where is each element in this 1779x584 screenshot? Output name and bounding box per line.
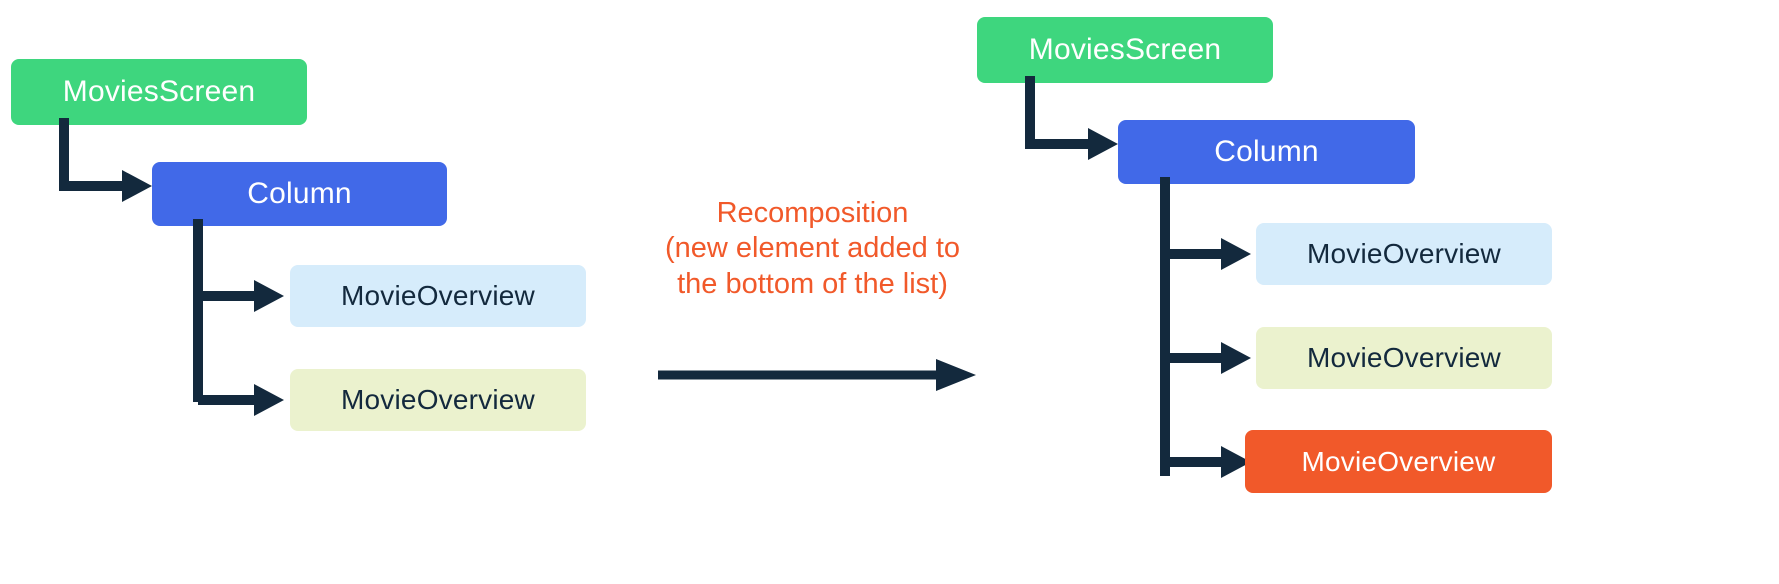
node-movies-screen-before[interactable]: MoviesScreen [11,59,307,125]
connector-column-to-overviews-after [1157,177,1267,487]
node-movies-screen-after[interactable]: MoviesScreen [977,17,1273,83]
connector-column-to-overviews-before [190,219,300,416]
connector-screen-to-column-after [1022,76,1122,160]
node-movie-overview-1-before[interactable]: MovieOverview [290,265,586,327]
recomposition-caption: Recomposition (new element added to the … [664,197,961,300]
node-column-after[interactable]: Column [1118,120,1415,184]
right-arrow-icon [658,355,978,395]
node-movie-overview-2-before[interactable]: MovieOverview [290,369,586,431]
node-movie-overview-2-after[interactable]: MovieOverview [1256,327,1552,389]
node-column-before[interactable]: Column [152,162,447,226]
node-movie-overview-3-after[interactable]: MovieOverview [1245,430,1552,493]
connector-screen-to-column-before [56,118,156,202]
node-movie-overview-1-after[interactable]: MovieOverview [1256,223,1552,285]
